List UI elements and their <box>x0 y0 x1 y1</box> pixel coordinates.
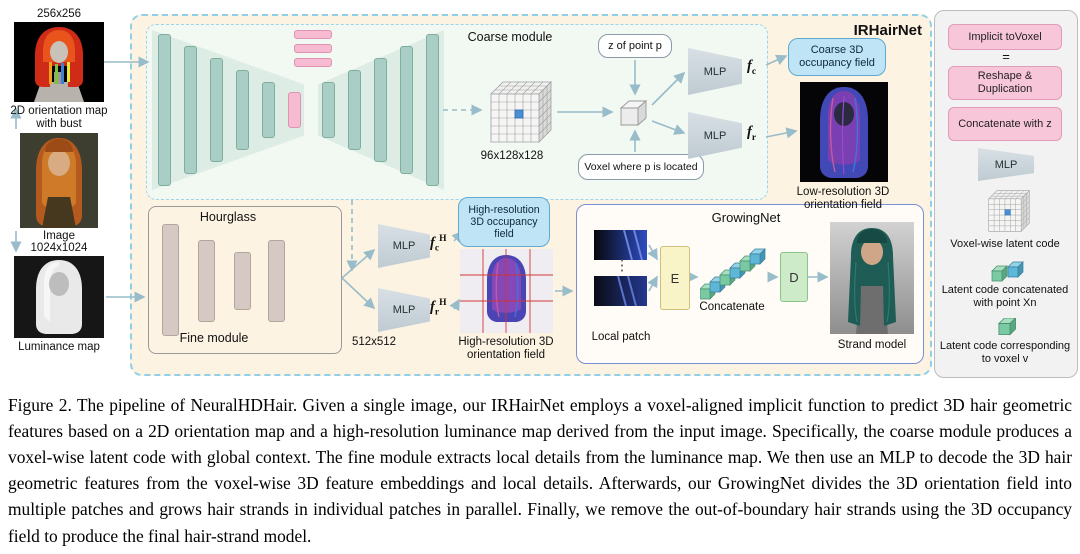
decoder-bar <box>374 58 387 162</box>
frH-symbol: frH <box>430 298 446 318</box>
fc-base: f <box>747 58 752 74</box>
luminance-size-label: 1024x1024 <box>30 242 88 254</box>
orientation-map-label: 2D orientation map with bust <box>10 105 108 131</box>
image-label: Image <box>43 230 75 242</box>
fcH-base: f <box>430 234 435 251</box>
fcH-symbol: fcH <box>430 234 446 254</box>
fine-bar <box>234 252 251 310</box>
fcH-sup: H <box>439 234 447 244</box>
fc-sub: c <box>751 66 757 77</box>
legend-reshape-duplication: Reshape & Duplication <box>948 66 1062 100</box>
z-of-point-box: z of point p <box>598 34 672 58</box>
lowres-orientation-image <box>800 82 888 182</box>
coarse-module-title: Coarse module <box>467 30 553 44</box>
legend-equals: = <box>1002 49 1010 64</box>
fr-sub: r <box>751 132 757 143</box>
fine-bar <box>198 240 215 322</box>
fr-symbol: fr <box>747 124 756 143</box>
voxel-grid-icon <box>487 78 555 146</box>
skip-connection-bar <box>294 44 332 53</box>
fr-base: f <box>747 124 752 140</box>
skip-connection-bar <box>294 30 332 39</box>
frH-base: f <box>430 298 435 315</box>
hires-orientation-label: High-resolution 3D orientation field <box>458 336 554 362</box>
fine-size-label: 512x512 <box>351 336 397 348</box>
decoder-d-box: D <box>780 252 808 302</box>
coarse-occupancy-box: Coarse 3D occupancy field <box>788 38 886 76</box>
luminance-map-image <box>14 256 104 338</box>
concatenate-cubes-icon <box>700 244 766 300</box>
patch-ellipsis: ⋮ <box>614 257 630 274</box>
decoder-bar <box>400 46 413 174</box>
irhairnet-title: IRHairNet <box>853 22 922 39</box>
point-voxel-cube-icon <box>616 98 650 128</box>
legend-latent-point-label: Latent code concatenated with point Xn <box>941 284 1069 309</box>
fine-module-label: Fine module <box>179 331 249 345</box>
encoder-bar <box>158 34 171 186</box>
strand-model-label: Strand model <box>837 339 907 351</box>
fc-symbol: fc <box>747 58 756 77</box>
growingnet-title: GrowingNet <box>711 210 781 225</box>
legend-voxel-code-label: Voxel-wise latent code <box>950 238 1060 250</box>
hourglass-label: Hourglass <box>199 210 257 224</box>
legend-concatenate-with-z: Concatenate with z <box>948 107 1062 141</box>
local-patch-image <box>594 230 647 260</box>
frH-sup: H <box>439 298 447 308</box>
legend-voxel-grid-icon <box>986 188 1032 234</box>
figure-caption: Figure 2. The pipeline of NeuralHDHair. … <box>8 395 1072 546</box>
frH-sub: r <box>434 307 440 318</box>
luminance-map-label: Luminance map <box>18 341 100 353</box>
decoder-bar <box>348 70 361 150</box>
hires-occupancy-box: High-resolution 3D occupancy field <box>458 197 550 247</box>
strand-model-image <box>830 222 914 334</box>
hires-orientation-image <box>460 249 553 333</box>
voxel-note-box: Voxel where p is located <box>578 154 704 180</box>
lowres-orientation-label: Low-resolution 3D orientation field <box>796 186 890 212</box>
fcH-sub: c <box>434 243 440 254</box>
local-patch-image <box>594 276 647 306</box>
encoder-e-box: E <box>660 246 690 310</box>
decoder-bar <box>426 34 439 186</box>
bottleneck-bar <box>288 92 301 128</box>
input-image <box>20 133 98 228</box>
fine-bar <box>268 240 285 322</box>
encoder-bar <box>210 58 223 162</box>
encoder-bar <box>184 46 197 174</box>
encoder-bar <box>236 70 249 150</box>
fine-bar <box>162 224 179 336</box>
encoder-bar <box>262 82 275 138</box>
legend-latent-voxel-label: Latent code corresponding to voxel v <box>939 340 1071 365</box>
legend-latent-voxel-icon <box>998 318 1022 338</box>
local-patch-label: Local patch <box>591 331 651 343</box>
voxel-dims-label: 96x128x128 <box>480 150 544 162</box>
legend-implicit-to-voxel: Implicit toVoxel <box>948 24 1062 50</box>
legend-latent-point-icon <box>990 258 1026 282</box>
orientation-map-image <box>14 22 104 102</box>
decoder-bar <box>322 82 335 138</box>
skip-connection-bar <box>294 58 332 67</box>
concatenate-label: Concatenate <box>699 301 765 313</box>
orientation-size-label: 256x256 <box>36 8 82 20</box>
